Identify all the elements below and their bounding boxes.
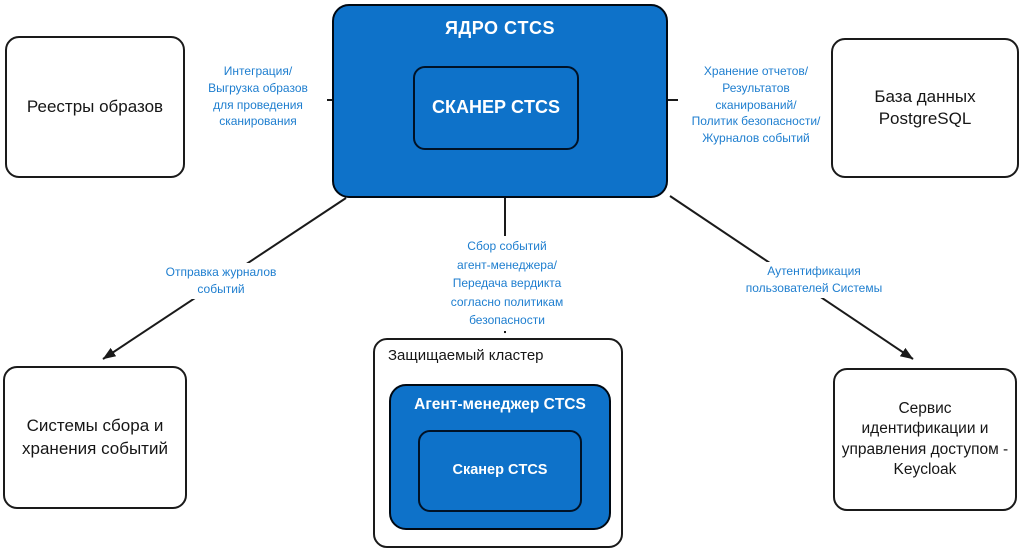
edge-label-integration: Интеграция/ Выгрузка образов для проведе…: [189, 62, 327, 132]
node-core-ctcs: ЯДРО CTCS СКАНЕР CTCS: [332, 4, 668, 198]
node-event-storage: Системы сбора и хранения событий: [3, 366, 187, 509]
core-title: ЯДРО CTCS: [444, 18, 556, 38]
node-image-registries: Реестры образов: [5, 36, 185, 178]
node-protected-cluster: Защищаемый кластер Агент-менеджер CTCS С…: [373, 338, 623, 548]
protected-cluster-title: Защищаемый кластер: [388, 347, 544, 364]
edge-label-storage: Хранение отчетов/ Результатов сканирован…: [678, 62, 834, 148]
agent-manager-title: Агент-менеджер CTCS: [414, 396, 586, 413]
edge-label-authentication: Аутентификация пользователей Системы: [733, 262, 895, 298]
node-cluster-scanner: Сканер CTCS: [418, 430, 582, 512]
node-core-scanner: СКАНЕР CTCS: [413, 66, 579, 150]
node-postgres-db: База данных PostgreSQL: [831, 38, 1019, 178]
node-keycloak: Сервис идентификации и управления доступ…: [833, 368, 1017, 511]
edge-label-send-logs: Отправка журналов событий: [148, 263, 294, 299]
node-agent-manager: Агент-менеджер CTCS Сканер CTCS: [389, 384, 611, 530]
edge-label-collect-events: Сбор событий агент-менеджера/ Передача в…: [428, 236, 586, 331]
